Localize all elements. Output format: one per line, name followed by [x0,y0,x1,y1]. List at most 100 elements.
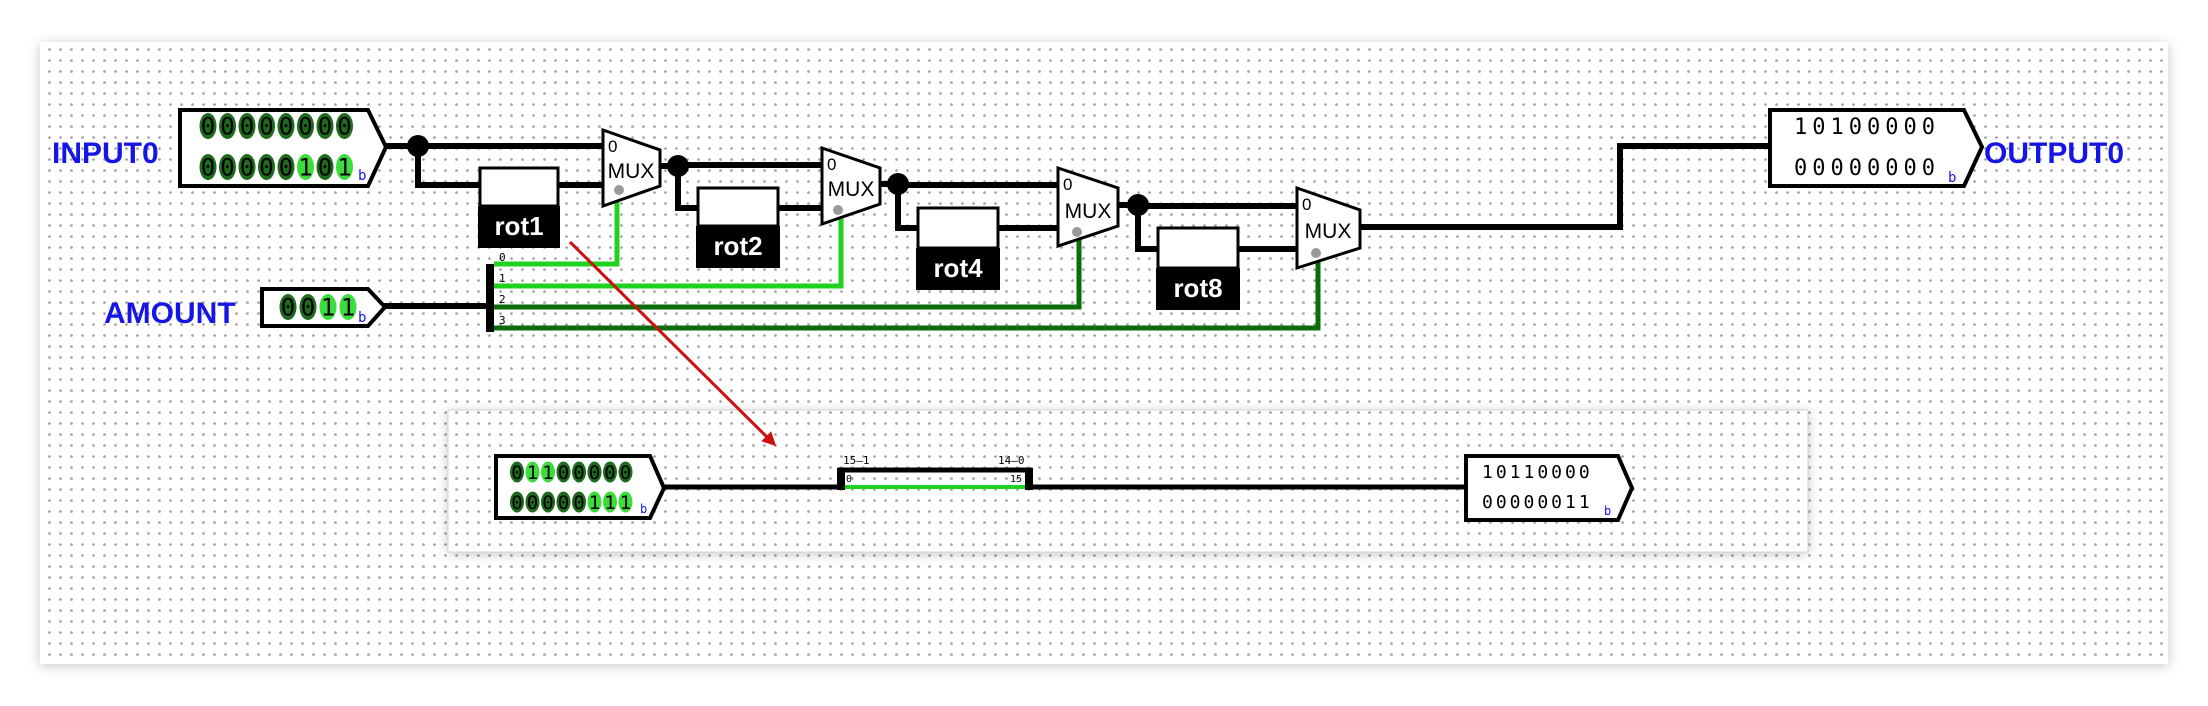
mux-select-label: 0 [1302,195,1311,214]
pin-bit-value: 0 [259,113,273,141]
pin-bit-toggle[interactable] [258,154,275,180]
pin-bit-toggle[interactable] [525,461,540,483]
pin-bit-value: 0 [558,492,569,514]
pin-bit-toggle[interactable] [587,461,602,483]
inset-wires [662,467,1468,490]
pin-bit-toggle[interactable] [316,113,334,139]
pin-bit-value: 0 [279,154,293,182]
splitter-label-2: 2 [499,293,506,306]
pin-bit-value: 0 [240,113,254,141]
inset-splitter-bottom-right: 15 [1010,474,1022,485]
inset-output-radix-badge: b [1604,504,1611,518]
pin-bit-value: 0 [558,462,569,484]
splitter: 0 1 2 3 [486,251,506,332]
input-radix-badge: b [358,168,366,184]
pin-bit-toggle[interactable] [219,154,236,180]
rot8-label: rot8 [1173,273,1222,303]
pin-bit-toggle[interactable] [556,461,571,483]
splitter-label-1: 1 [499,272,506,285]
pin-bit-toggle[interactable] [541,491,555,513]
pin-bit-toggle[interactable] [297,154,314,180]
pin-bit-value: 1 [542,462,553,484]
mux-select-label: 0 [827,155,836,174]
output-pin-label: OUTPUT0 [1984,137,2124,170]
rot4-subcircuit[interactable]: rot4 [916,206,1000,290]
rot2-subcircuit[interactable]: rot2 [696,186,780,268]
pin-bit-value: 0 [220,113,234,141]
mux-select-label: 0 [608,137,617,156]
pin-bit-toggle[interactable] [603,491,617,513]
pin-bit-toggle[interactable] [258,113,275,139]
pin-bit-value: 0 [298,113,312,141]
pin-bit-toggle[interactable] [219,113,236,139]
inset-input-radix-badge: b [640,502,647,516]
pin-bit-toggle[interactable] [316,154,334,180]
pin-bit-toggle[interactable] [618,491,633,513]
pin-bit-toggle[interactable] [279,294,297,320]
pin-bit-toggle[interactable] [525,491,540,513]
mux-1[interactable]: 0 MUX [601,127,662,209]
rot1-subcircuit[interactable]: rot1 [478,166,560,248]
mux-label: MUX [828,178,875,201]
pin-bit-value: 0 [301,294,315,322]
pin-bit-toggle[interactable] [603,461,617,483]
inset-splitter-top-right: 14–0 [998,454,1025,467]
rot1-label: rot1 [494,211,543,241]
rot8-subcircuit[interactable]: rot8 [1156,226,1240,310]
pin-bit-toggle[interactable] [319,294,337,320]
pin-bit-toggle[interactable] [587,491,602,513]
pin-bit-toggle[interactable] [510,491,524,513]
mux-label: MUX [1305,220,1352,243]
pin-bit-toggle[interactable] [510,461,524,483]
pin-bit-toggle[interactable] [339,294,357,320]
pin-bit-toggle[interactable] [336,154,353,180]
inset-output-row1: 10110000 [1482,462,1593,483]
pin-bit-value: 1 [589,492,600,514]
pin-bit-toggle[interactable] [297,113,314,139]
pin-bit-value: 0 [589,462,600,484]
pin-bit-toggle[interactable] [199,154,217,180]
pin-bit-value: 0 [604,462,615,484]
pin-bit-toggle[interactable] [299,294,317,320]
pin-bit-value: 0 [201,113,215,141]
pin-bit-toggle[interactable] [572,491,586,513]
pin-bit-value: 0 [318,154,332,182]
inset-splitter-top-left: 15–1 [843,454,870,467]
pin-bit-value: 0 [259,154,273,182]
pin-bit-value: 0 [542,492,553,514]
pin-bit-toggle[interactable] [199,113,217,139]
pin-bit-toggle[interactable] [277,113,295,139]
rot4-label: rot4 [933,253,983,283]
input-pin-label: INPUT0 [52,137,159,170]
pin-bit-toggle[interactable] [238,154,256,180]
output-pin: 10100000 00000000 b [1768,108,1985,188]
pin-bit-toggle[interactable] [238,113,256,139]
pin-bit-toggle[interactable] [572,461,586,483]
splitter-label-3: 3 [499,314,506,327]
pin-bit-toggle[interactable] [618,461,633,483]
pin-bit-toggle[interactable] [336,113,353,139]
output-radix-badge: b [1948,170,1956,186]
mux-4[interactable]: 0 MUX [1295,185,1362,271]
mux-select-label: 0 [1063,175,1072,194]
inset-output-row2: 00000011 [1482,492,1593,513]
pin-bit-toggle[interactable] [277,154,295,180]
select-wires [494,194,1321,331]
pin-bit-toggle[interactable] [541,461,555,483]
mux-3[interactable]: 0 MUX [1056,165,1120,249]
mux-2[interactable]: 0 MUX [820,145,882,227]
pin-bit-value: 1 [620,492,631,514]
pin-bit-toggle[interactable] [556,491,571,513]
amount-pin-label: AMOUNT [104,297,236,330]
pin-bit-value: 0 [573,462,584,484]
pin-bit-value: 0 [240,154,254,182]
